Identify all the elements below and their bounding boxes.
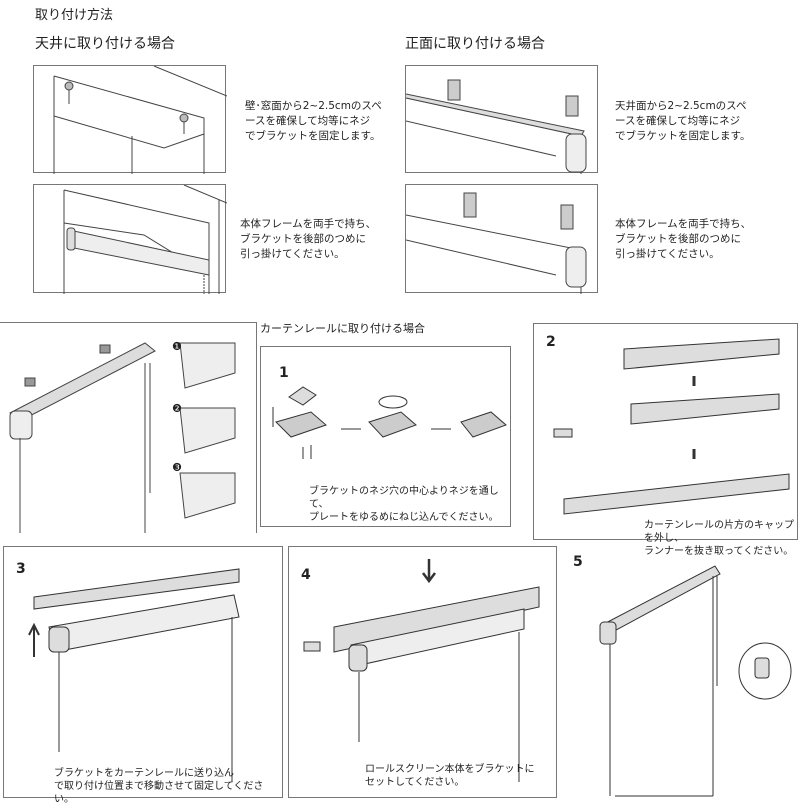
ceiling-step1-text: 壁･窓面から2~2.5cmのスペ ースを確保して均等にネジ でブラケットを固定し…: [245, 100, 382, 142]
page-title: 取り付け方法: [35, 8, 114, 23]
step3-number: 3: [16, 561, 26, 577]
ceiling-step1-illustration: [33, 65, 227, 174]
ceiling-step2-text: 本体フレームを両手で持ち、 ブラケットを後部のつめに 引っ掛けてください。: [240, 218, 377, 260]
step3-text: ブラケットをカーテンレールに送り込ん で取り付け位置まで移動させて固定してくださ…: [54, 768, 264, 805]
front-step2-illustration: [405, 184, 598, 294]
step1-panel: 1 ブラケットのネジ穴の中心よりネジを通して、 プレートをゆるめにねじ込んでくだ…: [260, 346, 511, 527]
front-heading: 正面に取り付ける場合: [405, 36, 545, 52]
marker-1: ❶: [172, 340, 182, 353]
step1-number: 1: [279, 365, 289, 381]
step2-number: 2: [546, 334, 556, 350]
marker-2: ❷: [172, 402, 182, 415]
rail-heading: カーテンレールに取り付ける場合: [260, 322, 425, 335]
step4-text: ロールスクリーン本体をブラケットに セットしてください。: [365, 764, 535, 788]
step4-panel: 4 ロールスクリーン本体をブラケットに セットしてください。: [288, 546, 557, 798]
step2-panel: 2 カーテンレールの片方のキャップを外し、 ランナーを抜き取ってください。: [533, 323, 798, 557]
step5-number: 5: [573, 554, 583, 570]
rail-overview-illustration: [0, 322, 257, 533]
front-step2-text: 本体フレームを両手で持ち、 ブラケットを後部のつめに 引っ掛けてください。: [615, 218, 752, 260]
ceiling-heading: 天井に取り付ける場合: [35, 36, 175, 52]
step1-text: ブラケットのネジ穴の中心よりネジを通して、 プレートをゆるめにねじ込んでください…: [309, 486, 499, 523]
step4-number: 4: [301, 567, 311, 583]
front-step1-illustration: [405, 65, 598, 174]
marker-3: ❸: [172, 461, 182, 474]
step2-text: カーテンレールの片方のキャップを外し、 ランナーを抜き取ってください。: [644, 520, 794, 557]
step3-panel: 3 ブラケットをカーテンレールに送り込ん で取り付け位置まで移動させて固定してく…: [3, 546, 283, 805]
ceiling-step2-illustration: [33, 184, 227, 294]
front-step1-text: 天井面から2~2.5cmのスペ ースを確保して均等にネジ でブラケットを固定しま…: [615, 100, 751, 142]
step5-panel: 5: [565, 546, 800, 800]
